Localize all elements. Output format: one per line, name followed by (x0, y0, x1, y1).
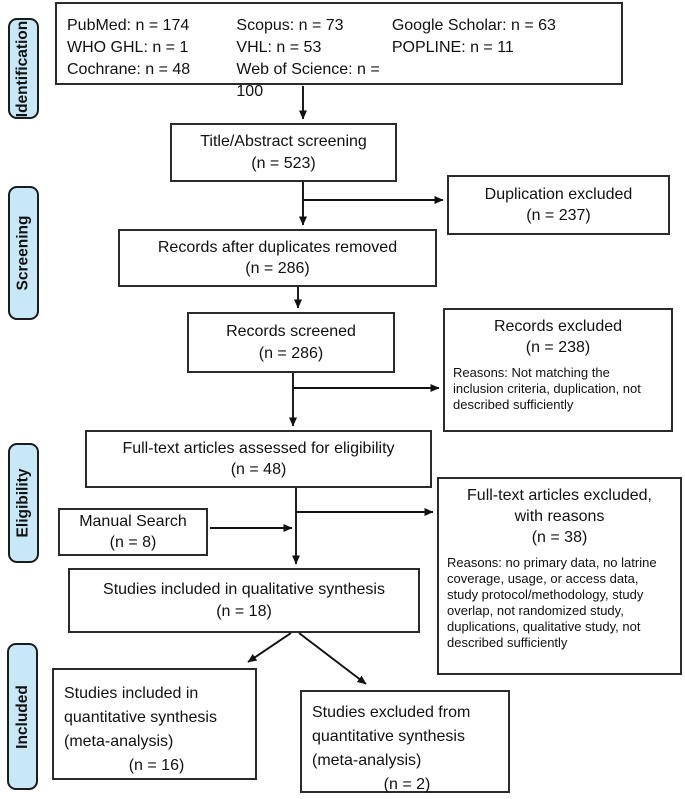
manual-search-count: (n = 8) (109, 534, 157, 551)
manual-search-label: Manual Search (79, 512, 187, 530)
quantitative-excluded-box: Studies excluded from quantitative synth… (300, 690, 510, 793)
fulltext-assessed-count: (n = 48) (230, 461, 287, 478)
stage-included-label: Included (13, 684, 31, 749)
records-after-duplicates-box: Records after duplicates removed (n = 28… (118, 229, 437, 287)
source-who-ghl: WHO GHL: n = 1 (67, 39, 189, 56)
source-scopus: Scopus: n = 73 (236, 17, 344, 34)
source-cochrane: Cochrane: n = 48 (67, 61, 191, 78)
fulltext-assessed-label: Full-text articles assessed for eligibil… (122, 439, 395, 457)
title-abstract-label: Title/Abstract screening (200, 133, 367, 151)
stage-identification: Identification (8, 18, 39, 119)
records-screened-count: (n = 286) (258, 344, 324, 362)
duplication-excluded-label: Duplication excluded (484, 185, 633, 203)
source-popline: POPLINE: n = 11 (391, 39, 514, 56)
stage-eligibility-label: Eligibility (14, 468, 32, 538)
sources-column-3: Google Scholar: n = 63 POPLINE: n = 11 (392, 15, 621, 103)
qualitative-synthesis-box: Studies included in qualitative synthesi… (68, 568, 420, 633)
source-google-scholar: Google Scholar: n = 63 (391, 17, 556, 34)
quantitative-included-count: (n = 16) (128, 757, 185, 774)
source-web-of-science: Web of Science: n = 100 (236, 61, 380, 100)
title-abstract-screening-box: Title/Abstract screening (n = 523) (170, 123, 397, 182)
fulltext-assessed-box: Full-text articles assessed for eligibil… (85, 430, 432, 488)
stage-screening-label: Screening (14, 215, 32, 291)
quantitative-excluded-label-2: quantitative synthesis (312, 728, 465, 745)
manual-search-box: Manual Search (n = 8) (58, 508, 208, 556)
qualitative-synthesis-count: (n = 18) (216, 602, 272, 620)
stage-identification-label: Identification (14, 20, 32, 117)
records-excluded-reasons: Reasons: Not matching the inclusion crit… (453, 365, 641, 412)
quantitative-excluded-label-1: Studies excluded from (312, 704, 471, 721)
stage-eligibility: Eligibility (8, 443, 39, 563)
source-vhl: VHL: n = 53 (236, 39, 322, 56)
records-excluded-box: Records excluded (n = 238) Reasons: Not … (443, 308, 673, 432)
title-abstract-count: (n = 523) (251, 154, 316, 172)
quantitative-included-box: Studies included in quantitative synthes… (52, 668, 257, 780)
source-pubmed: PubMed: n = 174 (67, 17, 190, 34)
fulltext-excluded-label-1: Full-text articles excluded, (467, 487, 652, 504)
quantitative-excluded-label-3: (meta-analysis) (312, 752, 422, 769)
duplication-excluded-count: (n = 237) (526, 207, 591, 224)
records-screened-label: Records screened (226, 323, 356, 341)
quantitative-included-label-1: Studies included in (64, 685, 199, 702)
records-excluded-label: Records excluded (493, 318, 623, 335)
fulltext-excluded-label-2: with reasons (514, 508, 605, 526)
records-after-duplicates-label: Records after duplicates removed (157, 238, 398, 256)
records-after-duplicates-count: (n = 286) (245, 260, 310, 277)
fulltext-excluded-box: Full-text articles excluded, with reason… (437, 477, 682, 675)
qualitative-synthesis-label: Studies included in qualitative synthesi… (103, 581, 385, 599)
sources-column-1: PubMed: n = 174 WHO GHL: n = 1 Cochrane:… (67, 15, 236, 103)
records-excluded-count: (n = 238) (525, 339, 591, 357)
stage-screening: Screening (8, 186, 39, 320)
records-screened-box: Records screened (n = 286) (187, 312, 395, 373)
quantitative-included-label-3: (meta-analysis) (64, 733, 174, 750)
fulltext-excluded-count: (n = 38) (531, 529, 588, 547)
quantitative-excluded-count: (n = 2) (383, 776, 431, 793)
quantitative-included-label-2: quantitative synthesis (64, 709, 217, 726)
stage-included: Included (7, 643, 38, 790)
fulltext-excluded-reasons: Reasons: no primary data, no latrine cov… (447, 555, 657, 650)
sources-box: PubMed: n = 174 WHO GHL: n = 1 Cochrane:… (55, 2, 623, 100)
sources-column-2: Scopus: n = 73 VHL: n = 53 Web of Scienc… (236, 15, 391, 103)
duplication-excluded-box: Duplication excluded (n = 237) (447, 175, 670, 235)
